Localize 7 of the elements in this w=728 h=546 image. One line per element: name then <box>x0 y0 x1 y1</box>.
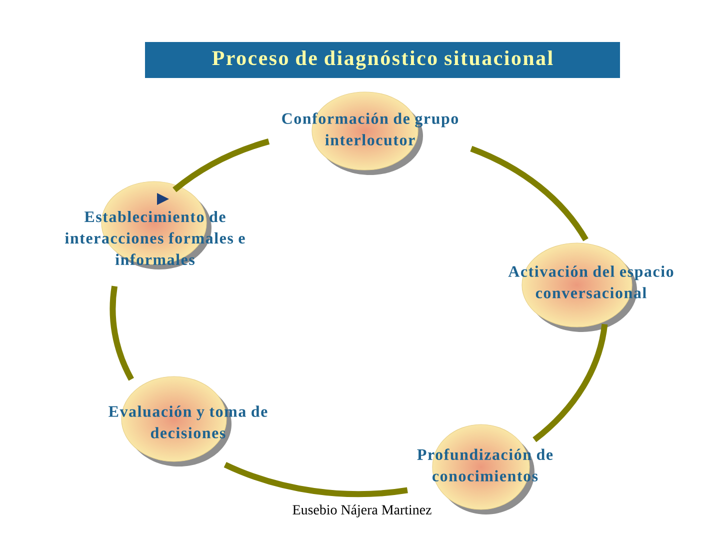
connector-arc <box>532 324 608 442</box>
footer-text: Eusebio Nájera Martinez <box>292 504 432 518</box>
connector-arc <box>172 138 270 192</box>
connector-arc <box>224 462 408 498</box>
connector-arc <box>110 286 134 381</box>
connector-arc <box>470 146 588 242</box>
title-banner: Proceso de diagnóstico situacional <box>145 42 620 78</box>
